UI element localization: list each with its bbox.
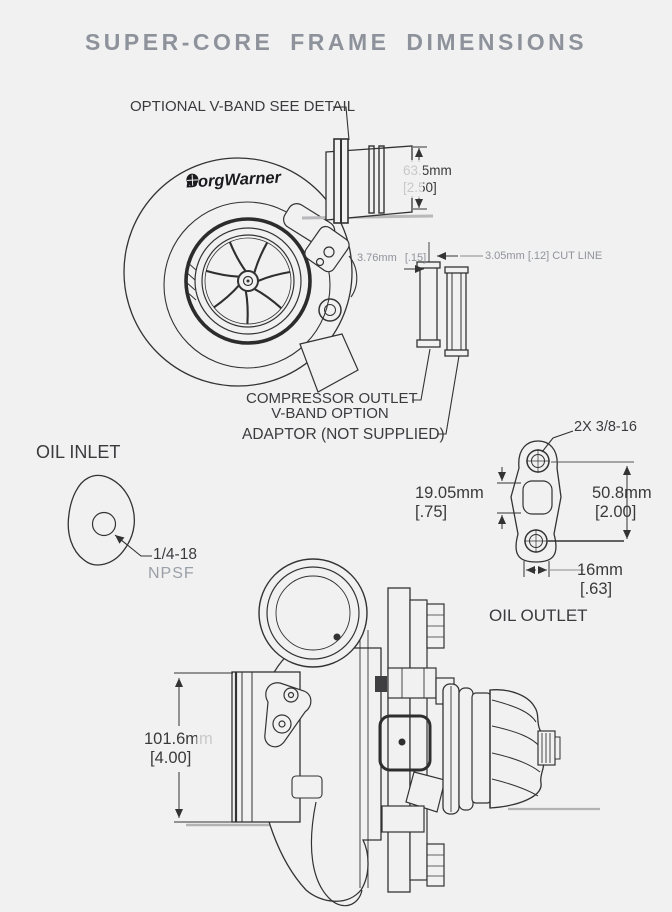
dim-wall-label: 3.76mm [.15]	[357, 252, 427, 264]
callout-compressor-outlet: COMPRESSOR OUTLET V-BAND OPTION	[246, 390, 418, 422]
leader-oil-inlet-thread	[114, 534, 152, 557]
compressor-front-view	[123, 106, 434, 393]
leader-adaptor	[437, 355, 460, 435]
turbine-wheel	[489, 689, 545, 809]
leader-compressor-outlet	[412, 348, 431, 401]
dim-bolt-spacing-label: 50.8mm [2.00]	[592, 484, 652, 521]
oil-inlet-thread: 1/4-18	[153, 546, 197, 563]
oil-inlet-heading: OIL INLET	[36, 442, 121, 462]
borgwarner-logo: BorgWarner	[186, 169, 282, 193]
dim-width-label: 16mm [.63]	[577, 561, 623, 598]
dim-16	[523, 561, 584, 577]
dim-19-05	[497, 467, 521, 529]
dim-outlet-label: 63.5mm [2.50]	[402, 162, 453, 196]
page-title: SUPER-CORE FRAME DIMENSIONS	[84, 29, 588, 55]
turbo-side-view	[174, 558, 600, 907]
oil-outlet-flange	[497, 430, 634, 577]
oil-inlet-thread-type: NPSF	[148, 565, 195, 582]
leader-bolt-callout	[541, 430, 574, 453]
borgwarner-logo-icon	[186, 173, 199, 186]
bolt-callout: 2X 3/8-16	[574, 419, 637, 435]
oil-inlet-drawing	[67, 474, 152, 566]
adaptor-detail	[404, 242, 483, 435]
backplate-tabs	[426, 603, 445, 887]
dim-cut-line-label: 3.05mm [.12] CUT LINE	[485, 250, 603, 262]
oil-outlet-heading: OIL OUTLET	[489, 606, 588, 625]
callout-adaptor: ADAPTOR (NOT SUPPLIED)	[242, 426, 445, 443]
dim-101-6	[174, 672, 233, 823]
dim-port-label: 19.05mm [.75]	[415, 484, 484, 521]
callout-optional-vband: OPTIONAL V-BAND SEE DETAIL	[130, 98, 356, 115]
leader-optional-vband	[333, 106, 350, 141]
dim-inlet-label: 101.6mm [4.00]	[142, 729, 215, 769]
impeller	[205, 241, 291, 325]
